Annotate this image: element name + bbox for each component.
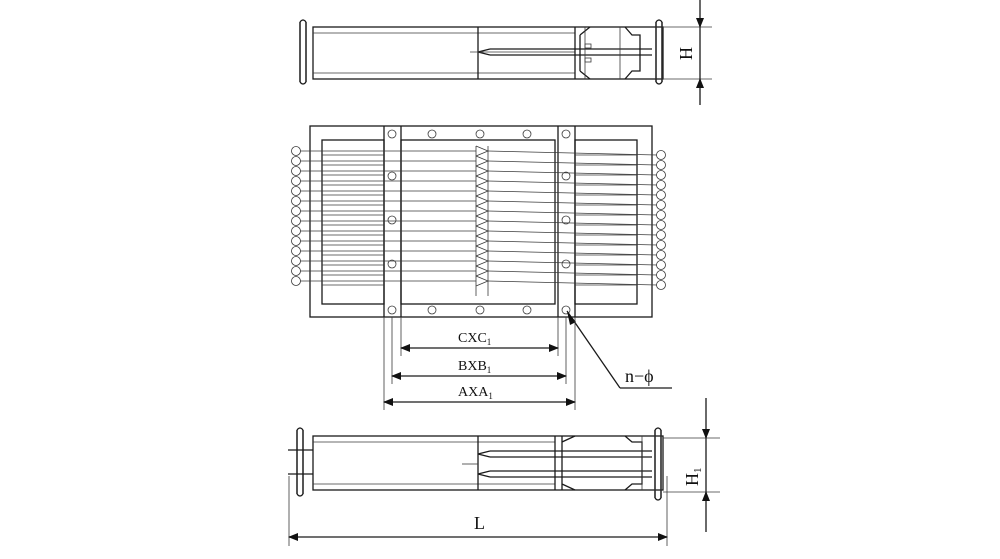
bolt-hole (475, 129, 485, 139)
rod-tip (475, 255, 490, 267)
rod-tip (475, 145, 490, 157)
plan-rods (291, 145, 666, 296)
bolt-holes (387, 129, 571, 315)
rod-right (487, 180, 658, 186)
bolt-hole (387, 215, 397, 225)
bolt-hole (561, 171, 571, 181)
rod-tip (475, 195, 490, 207)
plan-view: n−ϕ CXC1 BXB1 AXA1 (291, 125, 672, 410)
bolt-hole (427, 305, 437, 315)
rod-end-left (291, 266, 301, 276)
rod-end-left (291, 176, 301, 186)
rod-right (487, 200, 658, 206)
bolt-hole (387, 305, 397, 315)
rod-end-left (291, 236, 301, 246)
rod-tip (475, 265, 490, 277)
rod-right (487, 150, 658, 156)
rod-end-left (291, 246, 301, 256)
holes-label: n−ϕ (625, 366, 654, 386)
rod-tip (475, 235, 490, 247)
rod-end-left (291, 216, 301, 226)
rod-right (487, 270, 658, 276)
rod-right (487, 230, 658, 236)
height-h-label: H (676, 47, 696, 60)
rod-right (487, 160, 658, 166)
rod-end-left (291, 166, 301, 176)
top-elevation-view: H (299, 0, 712, 105)
bolt-hole (561, 129, 571, 139)
rod-tip (475, 275, 490, 287)
rod-right (487, 260, 658, 266)
rod-tip (475, 215, 490, 227)
rod-end-right (656, 220, 666, 230)
rod-end-right (656, 180, 666, 190)
dim-b-label: BXB1 (458, 359, 491, 375)
rod-right (487, 280, 658, 286)
bolt-hole (387, 129, 397, 139)
bolt-hole (561, 215, 571, 225)
rod-end-right (656, 270, 666, 280)
rod-end-left (291, 276, 301, 286)
rod-tip (475, 165, 490, 177)
rod-end-right (656, 250, 666, 260)
bolt-hole (387, 171, 397, 181)
rod-end-left (291, 186, 301, 196)
rod-end-left (291, 146, 301, 156)
rod-right (487, 190, 658, 196)
rod-right (487, 220, 658, 226)
bolt-hole (561, 259, 571, 269)
bolt-hole (427, 129, 437, 139)
rod-right (487, 250, 658, 256)
rod-end-right (656, 260, 666, 270)
rod-tip (475, 205, 490, 217)
rod-end-right (656, 160, 666, 170)
rod-right (487, 170, 658, 176)
bolt-hole (387, 259, 397, 269)
bolt-hole (561, 305, 571, 315)
rod-end-left (291, 206, 301, 216)
height-h1-label: H1 (682, 468, 704, 487)
rod-tip (475, 185, 490, 197)
rod-end-right (656, 210, 666, 220)
bolt-hole (475, 305, 485, 315)
bolt-hole (522, 305, 532, 315)
rod-end-left (291, 196, 301, 206)
rod-end-left (291, 226, 301, 236)
dim-a-label: AXA1 (458, 385, 493, 401)
holes-leader (566, 310, 621, 389)
rod-tip (475, 155, 490, 167)
rod-end-right (656, 200, 666, 210)
rod-end-right (656, 280, 666, 290)
rod-end-left (291, 256, 301, 266)
bolt-hole (522, 129, 532, 139)
rod-end-right (656, 240, 666, 250)
rod-tip (475, 175, 490, 187)
rod-tip (475, 225, 490, 237)
rod-end-right (656, 150, 666, 160)
length-label: L (474, 513, 485, 533)
dim-c-label: CXC1 (458, 331, 491, 347)
rod-end-right (656, 170, 666, 180)
rod-end-right (656, 190, 666, 200)
rod-end-right (656, 230, 666, 240)
rod-right (487, 210, 658, 216)
rod-end-left (291, 156, 301, 166)
bottom-elevation-view: H1 L (288, 398, 720, 546)
rod-tip (475, 245, 490, 257)
rod-right (487, 240, 658, 246)
